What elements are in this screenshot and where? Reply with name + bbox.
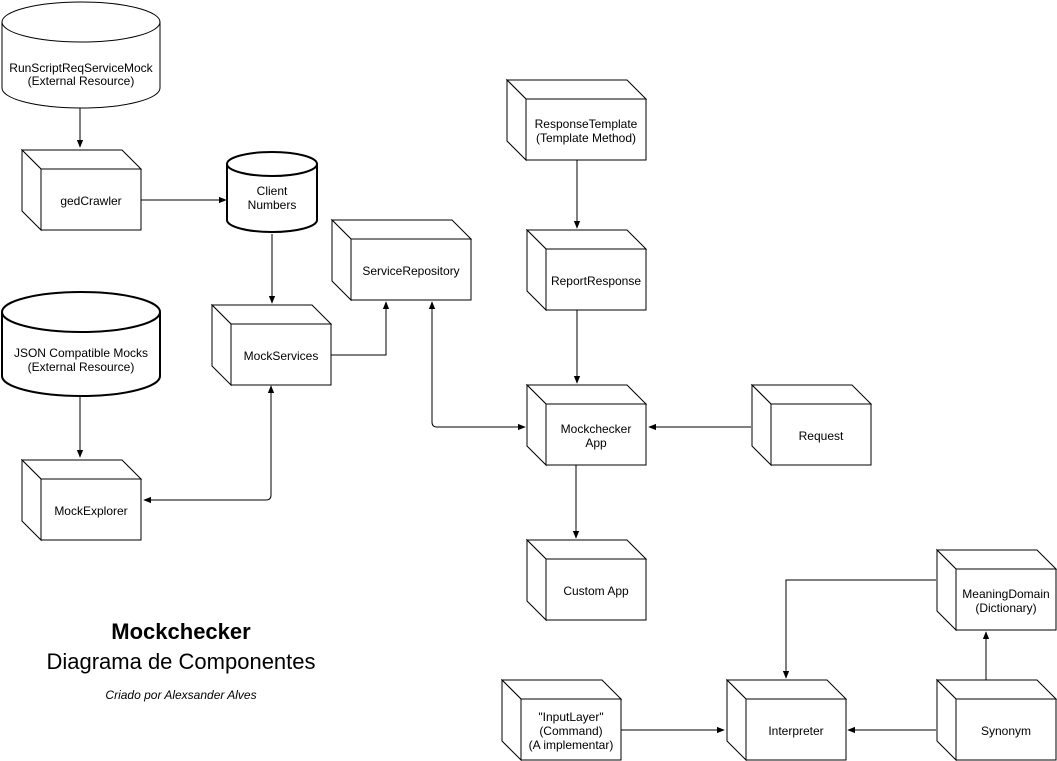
box-interpreter: Interpreter xyxy=(725,678,848,761)
label-json-mocks-1: JSON Compatible Mocks xyxy=(14,346,148,360)
label-interpreter: Interpreter xyxy=(768,724,823,738)
label-client-numbers-1: Client xyxy=(257,184,288,198)
box-report-response: ReportResponse xyxy=(525,228,648,312)
edges xyxy=(76,108,990,734)
box-request: Request xyxy=(750,383,873,467)
diagram-subtitle: Diagrama de Componentes xyxy=(46,649,315,674)
label-mockservices: MockServices xyxy=(244,349,319,363)
label-response-template-2: (Template Method) xyxy=(536,131,636,145)
edge-servicerepository-mockchecker xyxy=(428,301,526,431)
label-mockexplorer: MockExplorer xyxy=(54,504,127,518)
cylinder-runscript: RunScriptReqServiceMock (External Resour… xyxy=(1,1,161,109)
label-runscript-2: (External Resource) xyxy=(28,74,135,88)
label-json-mocks-2: (External Resource) xyxy=(28,360,135,374)
label-gedcrawler: gedCrawler xyxy=(60,194,121,208)
box-meaning-domain: MeaningDomain (Dictionary) xyxy=(935,548,1057,632)
box-service-repository: ServiceRepository xyxy=(330,218,473,302)
box-mockchecker-app: Mockchecker App xyxy=(525,383,648,467)
label-service-repository: ServiceRepository xyxy=(362,264,459,278)
cylinder-client-numbers: Client Numbers xyxy=(226,151,318,233)
label-meaning-domain-1: MeaningDomain xyxy=(962,587,1049,601)
edge-meaningdomain-interpreter xyxy=(782,579,936,679)
label-custom-app: Custom App xyxy=(563,584,629,598)
label-client-numbers-2: Numbers xyxy=(248,198,297,212)
label-input-layer-2: (Command) xyxy=(539,724,602,738)
label-request: Request xyxy=(799,429,844,443)
label-meaning-domain-2: (Dictionary) xyxy=(975,601,1036,615)
label-runscript-1: RunScriptReqServiceMock xyxy=(9,61,153,75)
label-synonym: Synonym xyxy=(981,724,1031,738)
label-response-template-1: ResponseTemplate xyxy=(535,117,638,131)
label-report-response: ReportResponse xyxy=(551,274,641,288)
edge-mockservices-mockexplorer xyxy=(143,385,275,504)
box-mockexplorer: MockExplorer xyxy=(20,458,143,542)
diagram-title: Mockchecker xyxy=(111,619,251,644)
box-gedcrawler: gedCrawler xyxy=(20,148,143,232)
label-input-layer-1: "InputLayer" xyxy=(538,710,603,724)
box-custom-app: Custom App xyxy=(525,538,648,622)
box-mockservices: MockServices xyxy=(210,303,333,387)
box-synonym: Synonym xyxy=(935,678,1057,761)
label-mockchecker-app-1: Mockchecker xyxy=(561,422,632,436)
box-response-template: ResponseTemplate (Template Method) xyxy=(505,78,648,162)
edge-mockservices-servicerepository xyxy=(331,301,390,356)
box-input-layer: "InputLayer" (Command) (A implementar) xyxy=(500,678,623,761)
label-mockchecker-app-2: App xyxy=(585,436,607,450)
cylinder-json-mocks: JSON Compatible Mocks (External Resource… xyxy=(0,291,161,397)
label-input-layer-3: (A implementar) xyxy=(529,738,614,752)
diagram-credit: Criado por Alexsander Alves xyxy=(105,688,256,702)
